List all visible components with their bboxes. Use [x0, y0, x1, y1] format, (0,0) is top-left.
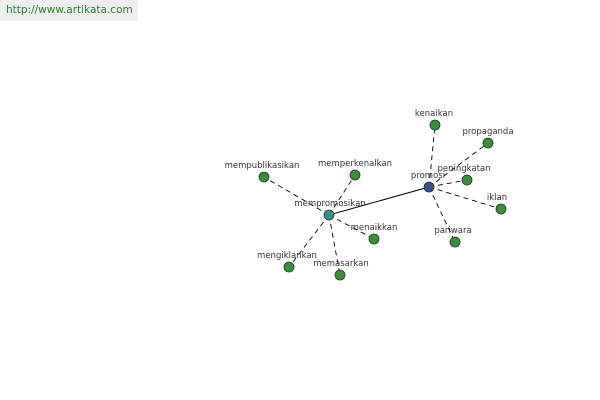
edge-promosi-propaganda — [428, 142, 489, 188]
node-menaikkan[interactable]: menaikkan — [351, 223, 398, 245]
nodes-layer: promosi mempromosikan kenaikan propaganda pe… — [225, 109, 514, 281]
edge-promosi-peningkatan — [428, 179, 468, 188]
node-memasarkan[interactable]: memasarkan — [313, 259, 369, 281]
node-label-mempublikasikan: mempublikasikan — [225, 161, 300, 171]
node-dot-menaikkan[interactable] — [368, 233, 380, 245]
edge-promosi-kenaikan — [428, 124, 436, 188]
node-dot-promosi[interactable] — [423, 181, 435, 193]
node-iklan[interactable]: iklan — [487, 193, 507, 215]
edge-mempromosikan-mempublikasikan — [263, 176, 330, 216]
node-dot-memasarkan[interactable] — [334, 269, 346, 281]
node-label-pariwara: pariwara — [434, 226, 471, 236]
node-pariwara[interactable]: pariwara — [434, 226, 472, 248]
edges-layer — [263, 124, 502, 276]
node-label-iklan: iklan — [487, 193, 507, 203]
node-dot-mengiklankan[interactable] — [283, 261, 295, 273]
node-label-promosi: promosi — [411, 171, 445, 181]
edge-promosi-iklan — [428, 186, 502, 210]
node-kenaikan[interactable]: kenaikan — [415, 109, 453, 131]
node-peningkatan[interactable]: peningkatan — [437, 164, 491, 186]
node-propaganda[interactable]: propaganda — [462, 127, 514, 149]
node-dot-peningkatan[interactable] — [461, 174, 473, 186]
node-mengiklankan[interactable]: mengiklankan — [257, 251, 317, 273]
edge-mempromosikan-memperkenalkan — [328, 174, 356, 216]
node-label-memasarkan: memasarkan — [313, 259, 369, 269]
node-mempublikasikan[interactable]: mempublikasikan — [225, 161, 300, 183]
edge-mempromosikan-memasarkan — [328, 214, 341, 276]
node-dot-mempublikasikan[interactable] — [258, 171, 270, 183]
node-label-memperkenalkan: memperkenalkan — [318, 159, 392, 169]
node-mempromosikan[interactable]: mempromosikan — [294, 199, 366, 221]
node-promosi[interactable]: promosi — [411, 171, 445, 193]
node-label-kenaikan: kenaikan — [415, 109, 453, 119]
node-dot-iklan[interactable] — [495, 203, 507, 215]
edge-mempromosikan-mengiklankan — [288, 214, 330, 268]
node-label-propaganda: propaganda — [462, 127, 513, 137]
source-url-watermark[interactable]: http://www.artikata.com — [0, 0, 138, 21]
node-label-mengiklankan: mengiklankan — [257, 251, 317, 261]
node-dot-propaganda[interactable] — [482, 137, 494, 149]
edge-mempromosikan-promosi — [328, 186, 430, 216]
node-dot-pariwara[interactable] — [449, 236, 461, 248]
node-label-peningkatan: peningkatan — [437, 164, 490, 174]
node-dot-memperkenalkan[interactable] — [349, 169, 361, 181]
node-memperkenalkan[interactable]: memperkenalkan — [318, 159, 392, 181]
node-label-menaikkan: menaikkan — [351, 223, 398, 233]
node-dot-kenaikan[interactable] — [429, 119, 441, 131]
node-dot-mempromosikan[interactable] — [323, 209, 335, 221]
edge-promosi-pariwara — [428, 186, 456, 243]
node-label-mempromosikan: mempromosikan — [294, 199, 365, 209]
